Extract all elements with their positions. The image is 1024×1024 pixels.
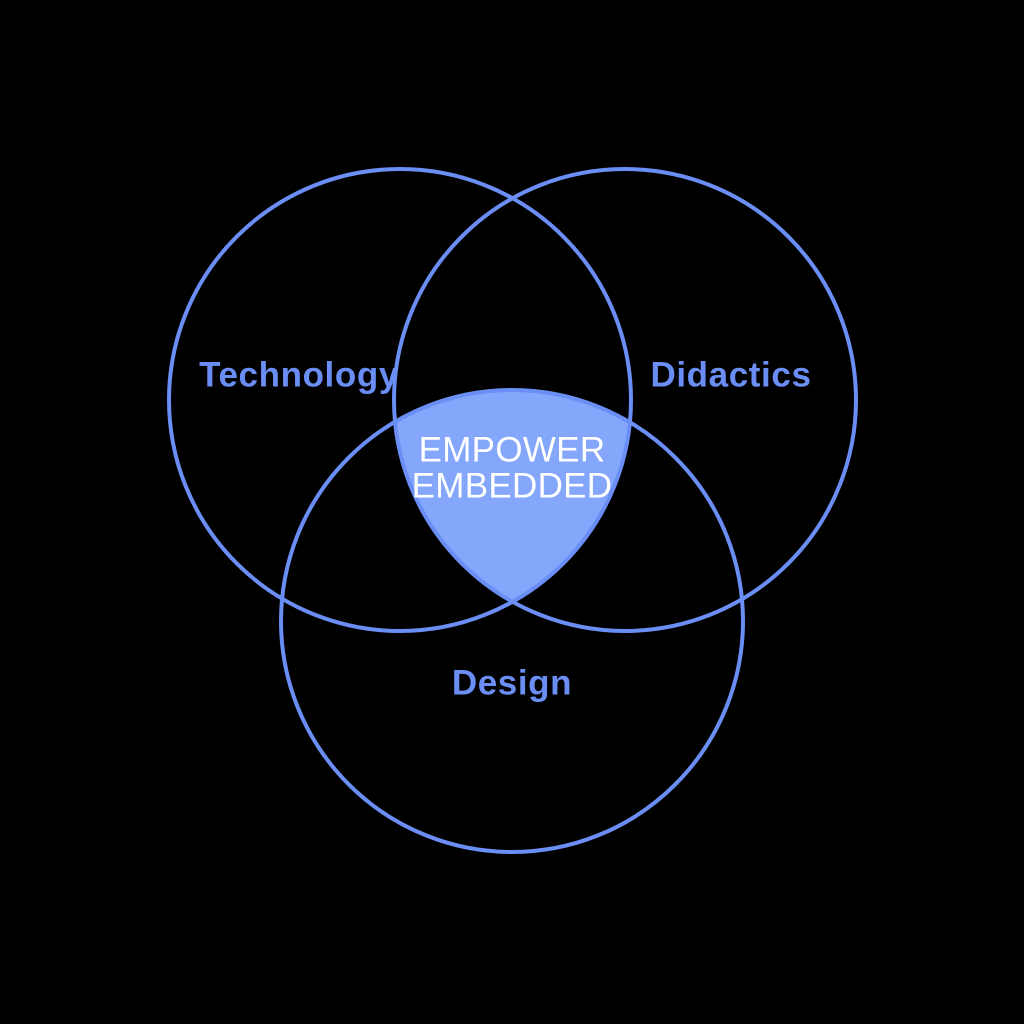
circle-didactics[interactable] [392,167,858,633]
circle-technology[interactable] [167,167,633,633]
center-label-line-2: EMBEDDED [412,466,613,505]
center-label-line-1: EMPOWER [419,430,606,469]
label-didactics: Didactics [650,355,811,394]
circle-design[interactable] [279,388,745,854]
label-design: Design [452,663,572,702]
label-technology: Technology [199,355,399,394]
